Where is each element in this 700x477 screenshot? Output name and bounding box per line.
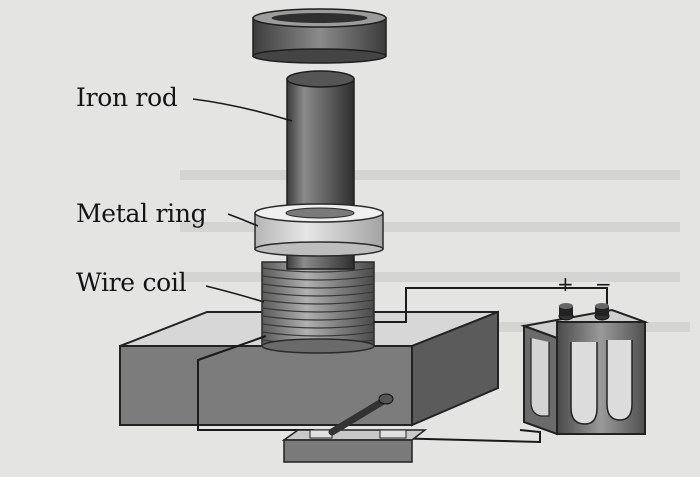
iron-rod-leader: [192, 98, 293, 122]
battery-plus-sign: +: [557, 272, 574, 296]
wire-coil-label: Wire coil: [76, 268, 187, 297]
iron-rod-label: Iron rod: [76, 83, 178, 112]
wire-coil: [261, 261, 375, 354]
metal-ring: [254, 203, 384, 257]
battery-minus-sign: −: [595, 272, 612, 296]
metal-ring-label: Metal ring: [76, 199, 207, 228]
top-ring: [252, 8, 387, 64]
leader-lines: [192, 98, 293, 303]
circuit-wires: [197, 287, 608, 444]
knife-switch-icon: [281, 393, 428, 463]
battery-icon: [520, 303, 649, 436]
metal-ring-leader: [227, 213, 259, 227]
base-block: [119, 310, 499, 427]
wire-coil-leader: [205, 285, 265, 303]
